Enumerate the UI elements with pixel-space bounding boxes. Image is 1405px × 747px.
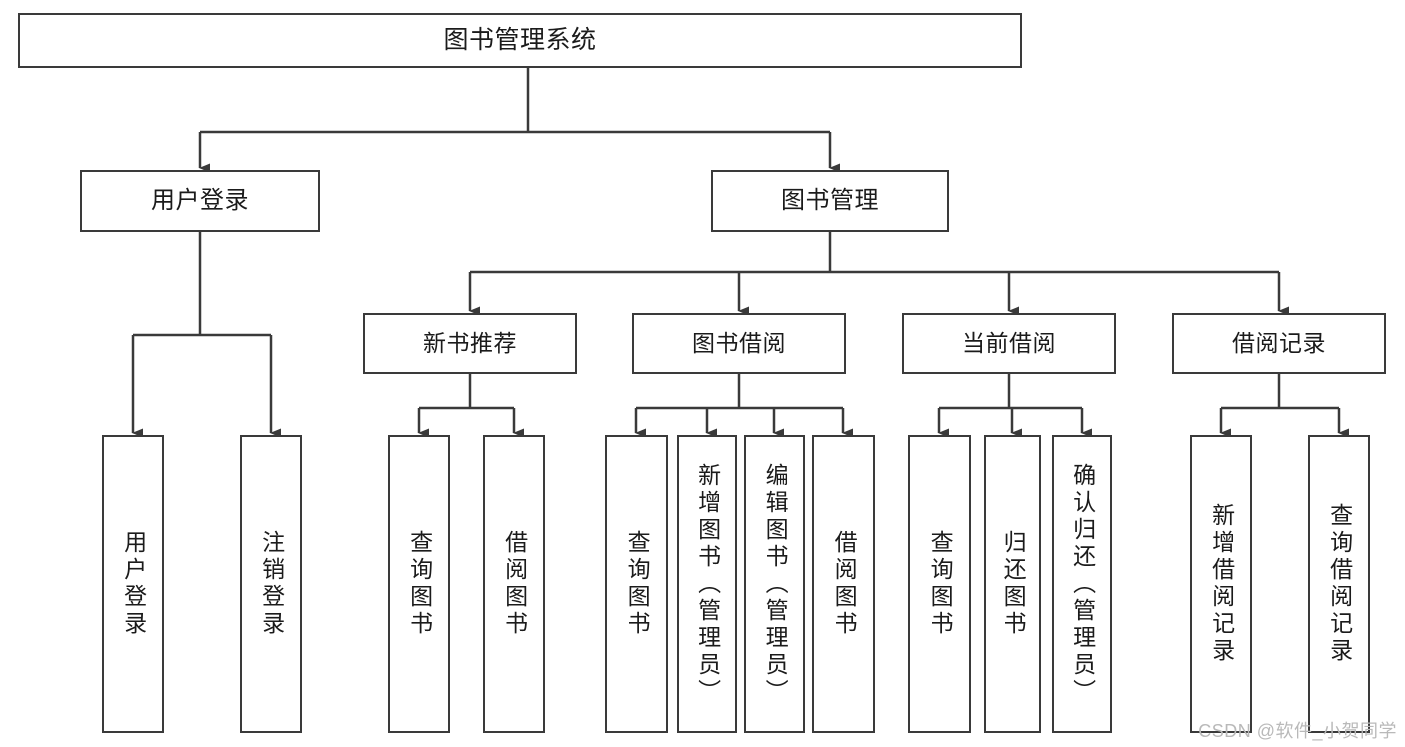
- node-leaf-return-book[interactable]: 归还图书: [984, 435, 1041, 733]
- node-label: 当前借阅: [962, 329, 1056, 356]
- node-label: 借阅记录: [1232, 329, 1326, 356]
- node-leaf-add-book[interactable]: 新增图书（管理员）: [677, 435, 737, 733]
- node-current-borrow[interactable]: 当前借阅: [902, 313, 1116, 374]
- node-label: 图书借阅: [692, 329, 786, 356]
- node-user-login[interactable]: 用户登录: [80, 170, 320, 232]
- node-leaf-confirm-return[interactable]: 确认归还（管理员）: [1052, 435, 1112, 733]
- edges-group: [131, 68, 1349, 438]
- node-new-book-recommend[interactable]: 新书推荐: [363, 313, 577, 374]
- node-label: 借阅图书: [501, 530, 528, 638]
- node-label: 新书推荐: [423, 329, 517, 356]
- node-label: 注销登录: [258, 530, 285, 638]
- node-book-borrow[interactable]: 图书借阅: [632, 313, 846, 374]
- node-leaf-query-book-1[interactable]: 查询图书: [388, 435, 450, 733]
- node-label: 查询借阅记录: [1326, 503, 1353, 665]
- node-root-system[interactable]: 图书管理系统: [18, 13, 1022, 68]
- node-label: 用户登录: [120, 530, 147, 638]
- node-label: 新增图书（管理员）: [694, 462, 721, 706]
- node-label: 查询图书: [927, 530, 954, 638]
- node-leaf-borrow-book-2[interactable]: 借阅图书: [812, 435, 875, 733]
- node-label: 归还图书: [1000, 530, 1027, 638]
- node-leaf-add-record[interactable]: 新增借阅记录: [1190, 435, 1252, 733]
- node-label: 查询图书: [624, 530, 651, 638]
- node-label: 新增借阅记录: [1208, 503, 1235, 665]
- node-leaf-borrow-book-1[interactable]: 借阅图书: [483, 435, 545, 733]
- node-label: 查询图书: [406, 530, 433, 638]
- node-leaf-query-record[interactable]: 查询借阅记录: [1308, 435, 1370, 733]
- node-leaf-edit-book[interactable]: 编辑图书（管理员）: [744, 435, 805, 733]
- node-label: 借阅图书: [831, 530, 858, 638]
- csdn-watermark: CSDN @软件_小贺同学: [1198, 721, 1397, 741]
- node-label: 图书管理: [781, 186, 879, 214]
- node-label: 编辑图书（管理员）: [762, 462, 789, 706]
- node-leaf-logout[interactable]: 注销登录: [240, 435, 302, 733]
- node-label: 用户登录: [151, 186, 249, 214]
- node-leaf-query-book-3[interactable]: 查询图书: [908, 435, 971, 733]
- node-leaf-query-book-2[interactable]: 查询图书: [605, 435, 668, 733]
- node-label: 确认归还（管理员）: [1069, 462, 1096, 706]
- node-leaf-user-login[interactable]: 用户登录: [102, 435, 164, 733]
- node-label: 图书管理系统: [443, 25, 597, 54]
- node-borrow-record[interactable]: 借阅记录: [1172, 313, 1386, 374]
- node-book-manage[interactable]: 图书管理: [711, 170, 949, 232]
